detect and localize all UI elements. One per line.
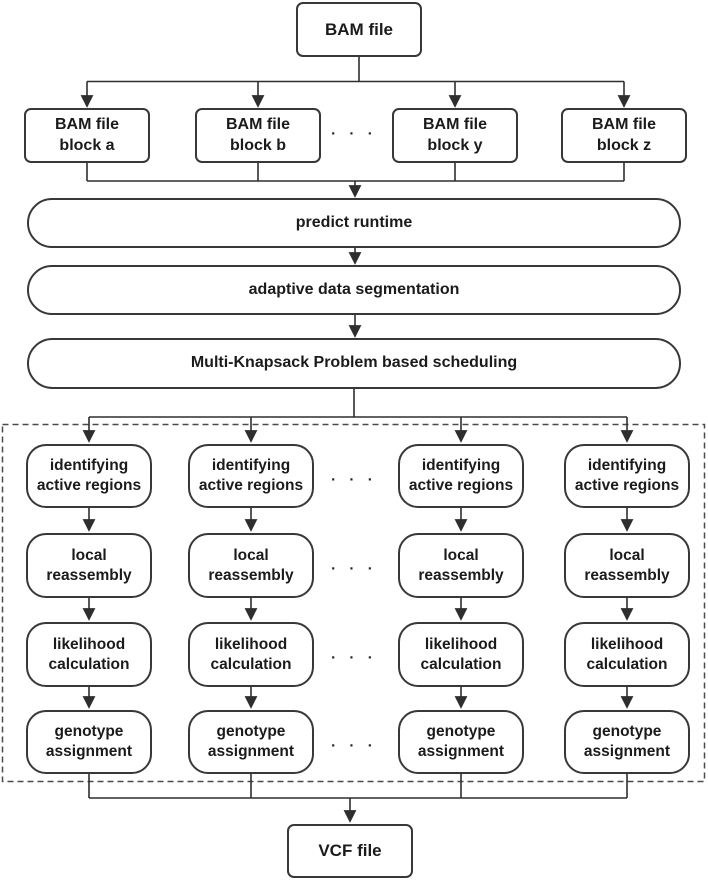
node-predict-runtime: predict runtime — [27, 198, 681, 248]
node-bam-block-z: BAM file block z — [561, 108, 687, 163]
node-genotype-assignment-col4: genotype assignment — [564, 710, 690, 774]
node-likelihood-calculation-col3: likelihood calculation — [398, 622, 524, 687]
node-bam-block-y: BAM file block y — [392, 108, 518, 163]
node-identifying-active-regions-col2: identifying active regions — [188, 444, 314, 508]
node-likelihood-calculation-col1: likelihood calculation — [26, 622, 152, 687]
node-identifying-active-regions-col4: identifying active regions — [564, 444, 690, 508]
node-likelihood-calculation-col4: likelihood calculation — [564, 622, 690, 687]
node-bam-block-a: BAM file block a — [24, 108, 150, 163]
node-local-reassembly-col2: local reassembly — [188, 533, 314, 598]
ellipsis-row-likelihood: . . . — [331, 645, 377, 663]
node-bam-file: BAM file — [296, 2, 422, 57]
node-local-reassembly-col4: local reassembly — [564, 533, 690, 598]
node-adaptive-data-segmentation: adaptive data segmentation — [27, 265, 681, 315]
node-identifying-active-regions-col1: identifying active regions — [26, 444, 152, 508]
ellipsis-row-reassembly: . . . — [331, 556, 377, 574]
node-mkp-scheduling: Multi-Knapsack Problem based scheduling — [27, 338, 681, 389]
node-vcf-file: VCF file — [287, 824, 413, 878]
ellipsis-blocks: . . . — [331, 121, 377, 139]
node-genotype-assignment-col1: genotype assignment — [26, 710, 152, 774]
node-genotype-assignment-col2: genotype assignment — [188, 710, 314, 774]
ellipsis-row-genotype: . . . — [331, 733, 377, 751]
node-local-reassembly-col1: local reassembly — [26, 533, 152, 598]
node-local-reassembly-col3: local reassembly — [398, 533, 524, 598]
node-likelihood-calculation-col2: likelihood calculation — [188, 622, 314, 687]
node-identifying-active-regions-col3: identifying active regions — [398, 444, 524, 508]
parallel-region-boundary — [1, 423, 706, 783]
node-genotype-assignment-col3: genotype assignment — [398, 710, 524, 774]
node-bam-block-b: BAM file block b — [195, 108, 321, 163]
ellipsis-row-identifying: . . . — [331, 467, 377, 485]
